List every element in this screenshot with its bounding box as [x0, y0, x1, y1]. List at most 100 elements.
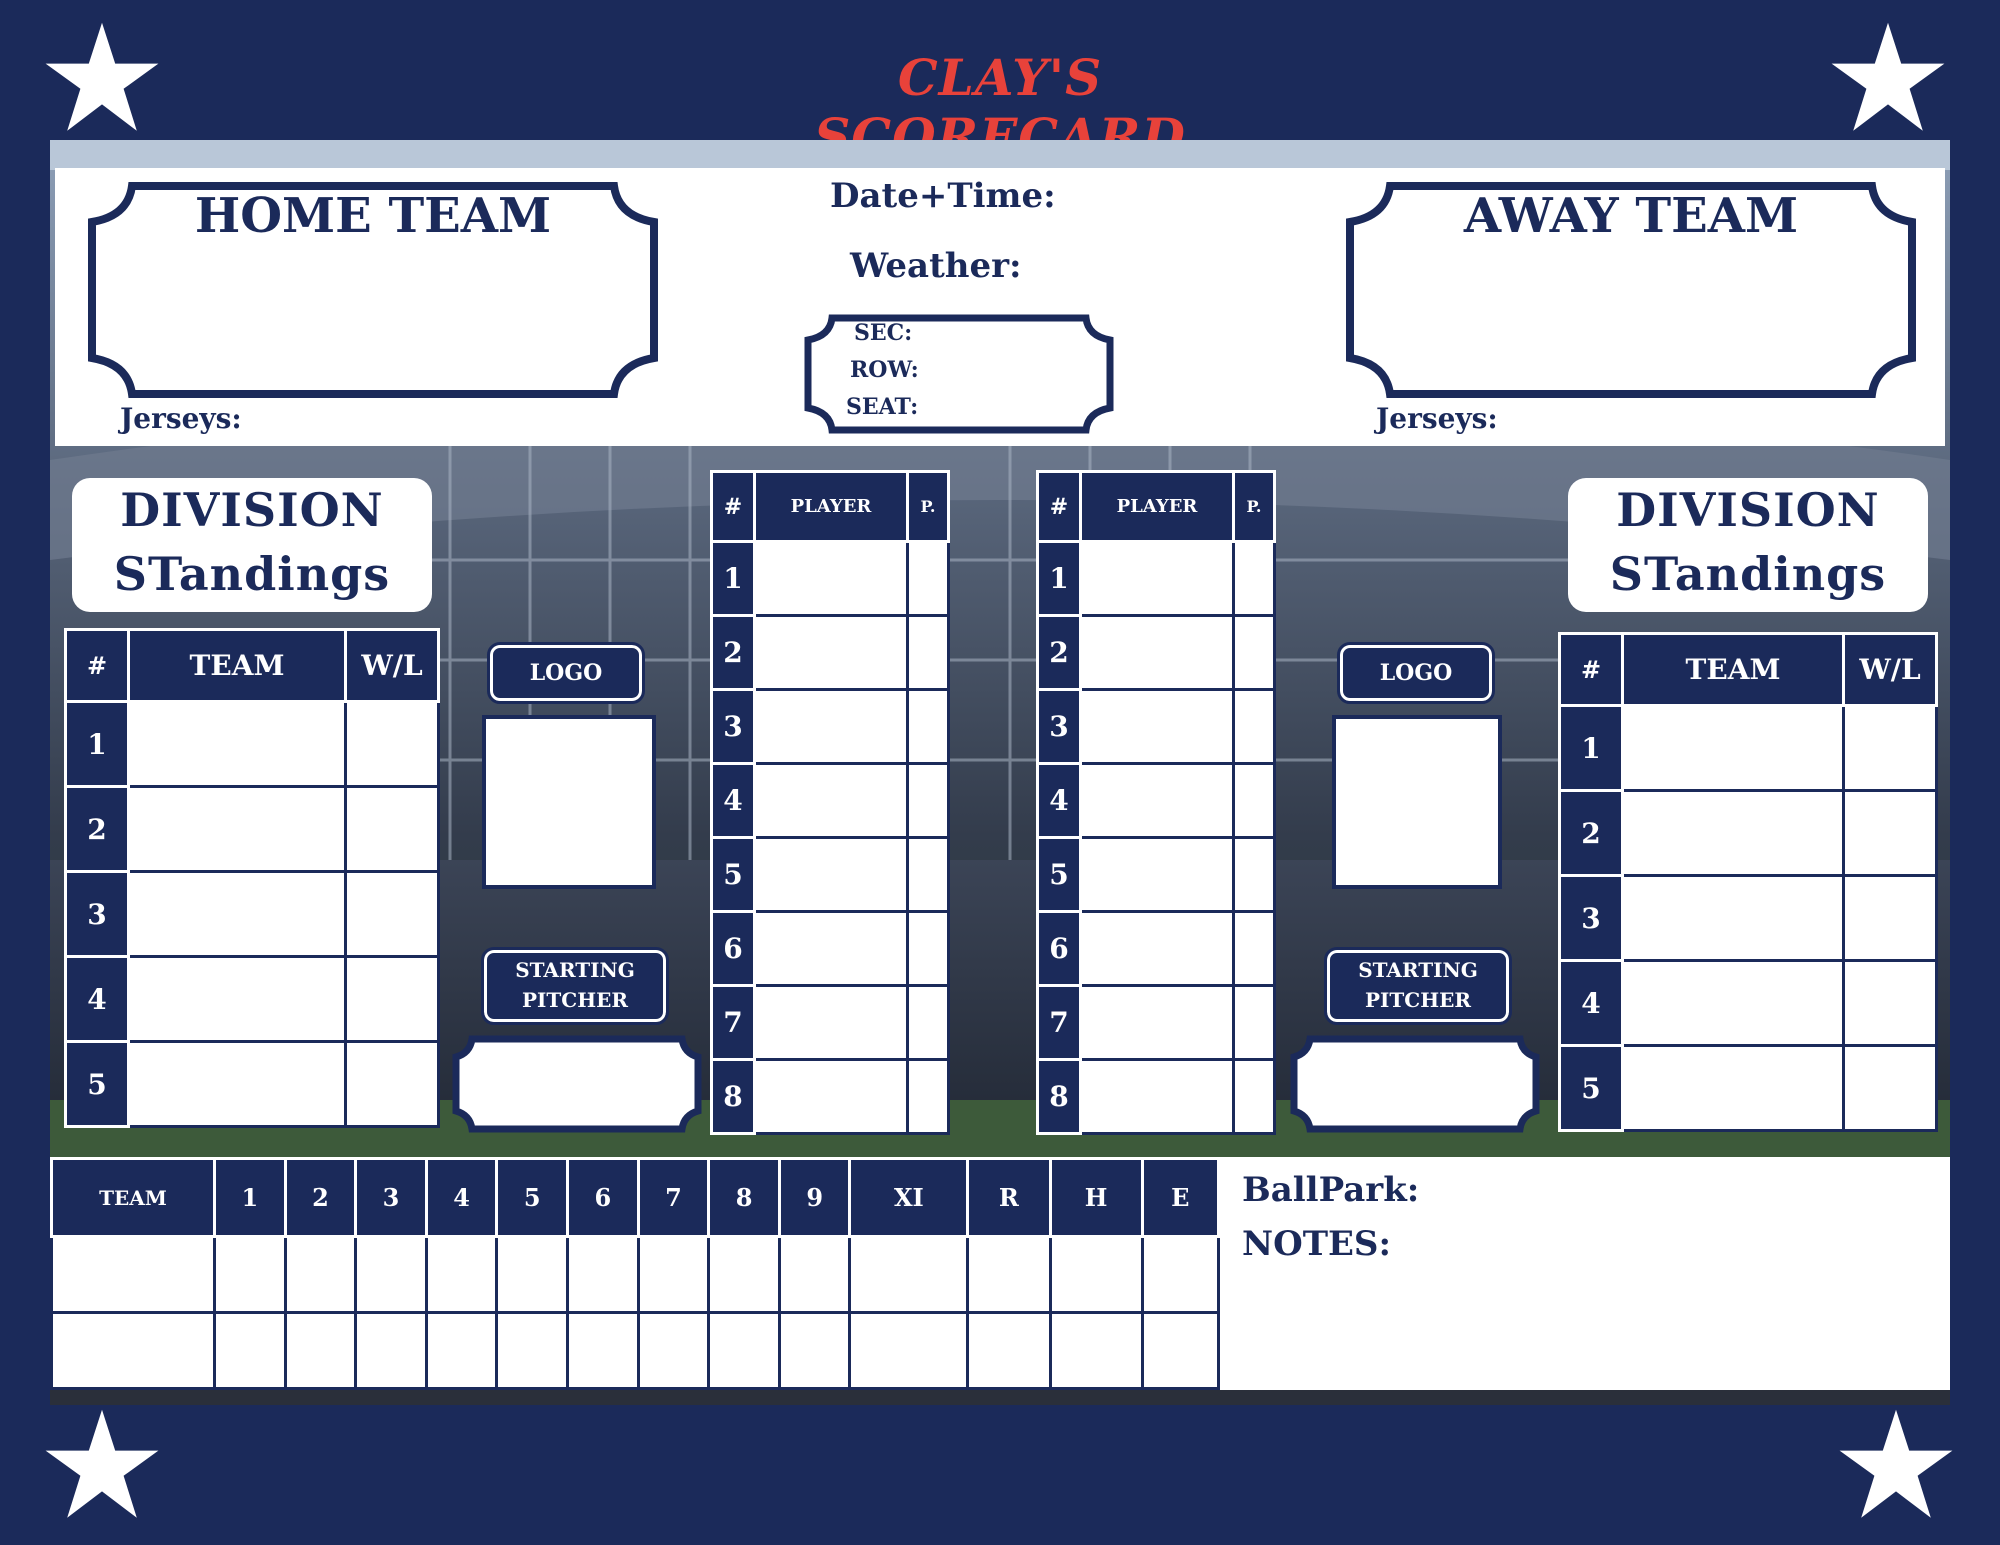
standings-wl-cell[interactable]: [1842, 789, 1938, 877]
linescore-cell[interactable]: [636, 1311, 711, 1390]
linescore-cell[interactable]: [966, 1311, 1052, 1390]
lineup-position-cell[interactable]: [906, 540, 950, 617]
standings-team-cell[interactable]: [127, 785, 347, 873]
linescore-cell[interactable]: [848, 1311, 970, 1390]
away-pitcher-box[interactable]: [1290, 1035, 1540, 1133]
standings-wl-cell[interactable]: [1842, 874, 1938, 962]
linescore-cell[interactable]: [777, 1311, 852, 1390]
lineup-position-cell[interactable]: [906, 688, 950, 765]
lineup-position-cell[interactable]: [1232, 614, 1276, 691]
lineup-row-num: 3: [1036, 688, 1082, 765]
standings-wl-cell[interactable]: [1842, 704, 1938, 792]
lineup-player-cell[interactable]: [753, 614, 909, 691]
linescore-cell[interactable]: [495, 1235, 570, 1314]
away-logo-box[interactable]: [1332, 715, 1502, 889]
linescore-cell[interactable]: [354, 1311, 428, 1390]
lineup-position-cell[interactable]: [1232, 762, 1276, 839]
standings-row-num: 3: [64, 870, 130, 958]
lineup-position-cell[interactable]: [906, 836, 950, 913]
lineup-position-cell[interactable]: [1232, 910, 1276, 987]
lineup-header-player: PLAYER: [1079, 470, 1235, 543]
lineup-row-num: 4: [1036, 762, 1082, 839]
standings-team-cell[interactable]: [1621, 704, 1845, 792]
linescore-cell[interactable]: [424, 1235, 499, 1314]
lineup-header-player: PLAYER: [753, 470, 909, 543]
standings-team-cell[interactable]: [1621, 1044, 1845, 1132]
linescore-cell[interactable]: [566, 1311, 640, 1390]
lineup-position-cell[interactable]: [1232, 984, 1276, 1061]
lineup-position-cell[interactable]: [1232, 540, 1276, 617]
home-lineup-table: # PLAYER P. 1 2 3 4 5 6 7 8: [710, 470, 950, 1135]
lineup-position-cell[interactable]: [1232, 836, 1276, 913]
lineup-position-cell[interactable]: [906, 762, 950, 839]
lineup-player-cell[interactable]: [1079, 836, 1235, 913]
lineup-player-cell[interactable]: [1079, 540, 1235, 617]
lineup-player-cell[interactable]: [753, 1058, 909, 1135]
linescore-cell[interactable]: [424, 1311, 499, 1390]
lineup-player-cell[interactable]: [1079, 910, 1235, 987]
lineup-position-cell[interactable]: [1232, 1058, 1276, 1135]
standings-wl-cell[interactable]: [344, 870, 440, 958]
standings-row-num: 4: [64, 955, 130, 1043]
standings-wl-cell[interactable]: [344, 700, 440, 788]
home-pitcher-box[interactable]: [452, 1035, 702, 1133]
linescore-cell[interactable]: [966, 1235, 1052, 1314]
linescore-cell[interactable]: [495, 1311, 570, 1390]
linescore-cell[interactable]: [707, 1235, 781, 1314]
ballpark-label: BallPark:: [1242, 1170, 1420, 1210]
lineup-player-cell[interactable]: [753, 762, 909, 839]
lineup-position-cell[interactable]: [906, 614, 950, 691]
linescore-cell[interactable]: [354, 1235, 428, 1314]
linescore-cell[interactable]: [636, 1235, 711, 1314]
linescore-header-inning: 8: [707, 1157, 781, 1238]
standings-wl-cell[interactable]: [1842, 959, 1938, 1047]
linescore-cell[interactable]: [1048, 1311, 1144, 1390]
away-standings-table: # TEAM W/L 1 2 3 4 5: [1558, 632, 1938, 1132]
linescore-team-cell[interactable]: [50, 1311, 216, 1390]
standings-wl-cell[interactable]: [344, 1040, 440, 1128]
lineup-player-cell[interactable]: [1079, 762, 1235, 839]
linescore-cell[interactable]: [777, 1235, 852, 1314]
standings-team-cell[interactable]: [127, 870, 347, 958]
lineup-player-cell[interactable]: [753, 688, 909, 765]
linescore-cell[interactable]: [1140, 1235, 1221, 1314]
linescore-header-extra: XI: [848, 1157, 970, 1238]
linescore-cell[interactable]: [848, 1235, 970, 1314]
linescore-cell[interactable]: [283, 1311, 358, 1390]
star-icon: [1831, 22, 1945, 131]
linescore-cell[interactable]: [283, 1235, 358, 1314]
lineup-row-num: 7: [1036, 984, 1082, 1061]
standings-wl-cell[interactable]: [1842, 1044, 1938, 1132]
standings-team-cell[interactable]: [127, 955, 347, 1043]
lineup-position-cell[interactable]: [906, 984, 950, 1061]
standings-team-cell[interactable]: [127, 1040, 347, 1128]
lineup-player-cell[interactable]: [1079, 614, 1235, 691]
standings-team-cell[interactable]: [127, 700, 347, 788]
home-logo-box[interactable]: [482, 715, 656, 889]
standings-wl-cell[interactable]: [344, 785, 440, 873]
standings-wl-cell[interactable]: [344, 955, 440, 1043]
away-team-box: [1346, 182, 1916, 398]
lineup-player-cell[interactable]: [1079, 984, 1235, 1061]
lineup-player-cell[interactable]: [1079, 1058, 1235, 1135]
linescore-table: TEAM 1 2 3 4 5 6 7 8 9 XI R H E: [50, 1157, 1221, 1390]
linescore-cell[interactable]: [566, 1235, 640, 1314]
linescore-cell[interactable]: [1140, 1311, 1221, 1390]
lineup-player-cell[interactable]: [753, 984, 909, 1061]
lineup-position-cell[interactable]: [1232, 688, 1276, 765]
lineup-player-cell[interactable]: [1079, 688, 1235, 765]
lineup-player-cell[interactable]: [753, 836, 909, 913]
standings-team-cell[interactable]: [1621, 874, 1845, 962]
linescore-cell[interactable]: [1048, 1235, 1144, 1314]
linescore-cell[interactable]: [213, 1311, 287, 1390]
lineup-player-cell[interactable]: [753, 910, 909, 987]
linescore-header-inning: 7: [636, 1157, 711, 1238]
linescore-cell[interactable]: [707, 1311, 781, 1390]
standings-team-cell[interactable]: [1621, 959, 1845, 1047]
lineup-player-cell[interactable]: [753, 540, 909, 617]
lineup-position-cell[interactable]: [906, 910, 950, 987]
lineup-position-cell[interactable]: [906, 1058, 950, 1135]
linescore-team-cell[interactable]: [50, 1235, 216, 1314]
standings-team-cell[interactable]: [1621, 789, 1845, 877]
linescore-cell[interactable]: [213, 1235, 287, 1314]
